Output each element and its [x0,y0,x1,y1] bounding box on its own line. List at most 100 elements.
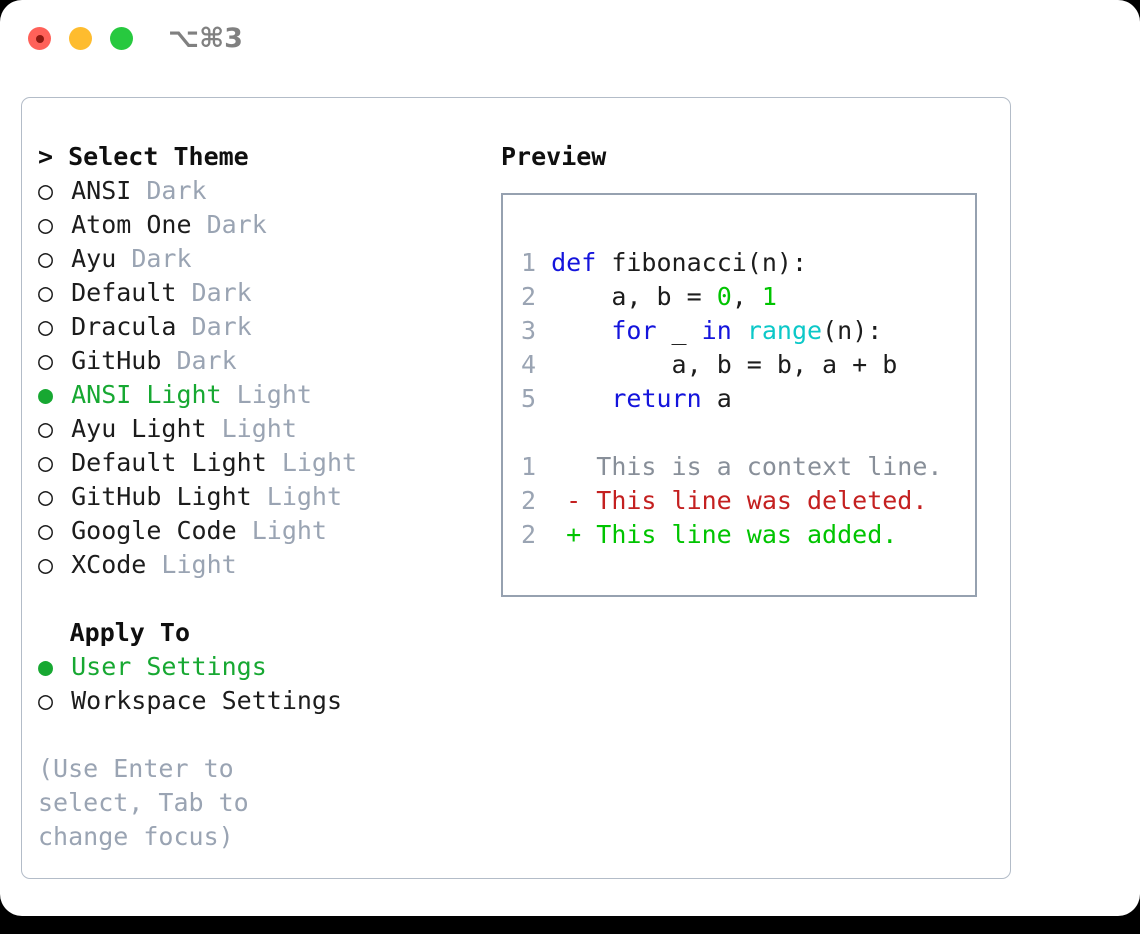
code-token: return [611,384,702,413]
preview-heading: Preview [501,142,607,171]
radio-unselected-icon: ○ [38,482,54,511]
diff-text: This is a context line. [536,452,943,481]
theme-variant-label: Light [146,550,237,579]
radio-selected-icon: ● [38,652,54,681]
radio-unselected-icon: ○ [38,448,54,477]
code-token [732,316,747,345]
theme-list-item[interactable]: ○ Ayu Dark [38,242,498,276]
apply-to-heading: Apply To [69,618,191,647]
code-token: range [746,316,823,345]
select-theme-heading: > Select Theme [38,142,249,171]
code-line: 3 for _ in range(n): [521,314,897,348]
theme-list-item[interactable]: ○ Google Code Light [38,514,498,548]
code-gutter-space [536,350,551,379]
code-line: 4 a, b = b, a + b [521,348,897,382]
line-number: 2 [521,520,537,549]
code-token: in [701,316,732,345]
line-number: 4 [521,350,537,379]
theme-name: ANSI Light [56,380,222,409]
theme-name: Dracula [56,312,177,341]
diff-text: + This line was added. [536,520,898,549]
theme-list-item[interactable]: ○ GitHub Dark [38,344,498,378]
theme-variant-label: Dark [116,244,192,273]
code-token [551,384,611,413]
diff-text: - This line was deleted. [536,486,928,515]
radio-selected-icon: ● [38,380,54,409]
theme-variant-label: Light [266,448,358,477]
radio-unselected-icon: ○ [38,176,54,205]
theme-list-item[interactable]: ○ Default Light Light [38,446,498,480]
maximize-button[interactable] [110,27,133,50]
theme-list-item[interactable]: ○ Atom One Dark [38,208,498,242]
code-token: a, b = [551,282,717,311]
radio-unselected-icon: ○ [38,346,54,375]
theme-name: Default [56,278,177,307]
preview-column: Preview 1 def fibonacci(n):2 a, b = 0, 1… [501,140,996,597]
theme-selection-column: > Select Theme ○ ANSI Dark○ Atom One Dar… [38,140,498,854]
code-gutter-space [536,384,551,413]
code-token: 1 [761,282,777,311]
line-number: 5 [521,384,537,413]
apply-to-item[interactable]: ○ Workspace Settings [38,684,498,718]
window-titlebar: ⌥⌘3 [0,0,1140,78]
line-number: 2 [521,282,537,311]
apply-to-label: Workspace Settings [56,686,343,715]
radio-unselected-icon: ○ [38,210,54,239]
code-token: 0 [716,282,732,311]
theme-variant-label: Dark [191,210,267,239]
theme-list-item[interactable]: ○ Default Dark [38,276,498,310]
theme-name: GitHub [56,346,162,375]
theme-variant-label: Dark [176,312,252,341]
theme-variant-label: Light [236,516,327,545]
code-line: 1 def fibonacci(n): [521,246,897,280]
code-token: def [551,248,597,277]
code-token [551,316,611,345]
keyboard-shortcut-label: ⌥⌘3 [168,23,243,54]
code-token: a [701,384,732,413]
theme-name: Ayu Light [56,414,207,443]
minimize-button[interactable] [69,27,92,50]
theme-list-item[interactable]: ● ANSI Light Light [38,378,498,412]
code-token: _ [656,316,702,345]
window-controls [28,27,133,50]
theme-name: GitHub Light [56,482,252,511]
theme-variant-label: Dark [131,176,207,205]
line-number: 1 [521,248,537,277]
code-gutter-space [536,248,551,277]
code-line: 2 a, b = 0, 1 [521,280,897,314]
theme-name: Default Light [56,448,267,477]
theme-list-item[interactable]: ○ Ayu Light Light [38,412,498,446]
line-number: 1 [521,452,537,481]
radio-unselected-icon: ○ [38,278,54,307]
code-token: fibonacci(n): [596,248,807,277]
theme-variant-label: Light [251,482,343,511]
code-gutter-space [536,282,551,311]
apply-to-item[interactable]: ● User Settings [38,650,498,684]
theme-variant-label: Light [221,380,312,409]
theme-name: Google Code [56,516,237,545]
code-token: , [731,282,762,311]
theme-name: Atom One [56,210,192,239]
code-token: a, b = b, a + b [551,350,898,379]
diff-sample: 1 This is a context line.2 - This line w… [521,450,942,552]
diff-line: 1 This is a context line. [521,450,942,484]
theme-list[interactable]: ○ ANSI Dark○ Atom One Dark○ Ayu Dark○ De… [38,174,498,582]
keyboard-hint-text: (Use Enter to select, Tab to change focu… [38,754,249,851]
theme-name: ANSI [56,176,132,205]
theme-picker-card: > Select Theme ○ ANSI Dark○ Atom One Dar… [21,97,1011,879]
theme-list-item[interactable]: ○ ANSI Dark [38,174,498,208]
theme-list-item[interactable]: ○ XCode Light [38,548,498,582]
close-button[interactable] [28,27,51,50]
theme-variant-label: Light [206,414,297,443]
theme-list-item[interactable]: ○ GitHub Light Light [38,480,498,514]
apply-to-list[interactable]: ● User Settings○ Workspace Settings [38,650,498,718]
line-number: 2 [521,486,537,515]
radio-unselected-icon: ○ [38,550,54,579]
theme-list-item[interactable]: ○ Dracula Dark [38,310,498,344]
diff-line: 2 + This line was added. [521,518,942,552]
theme-name: Ayu [56,244,117,273]
radio-unselected-icon: ○ [38,414,54,443]
